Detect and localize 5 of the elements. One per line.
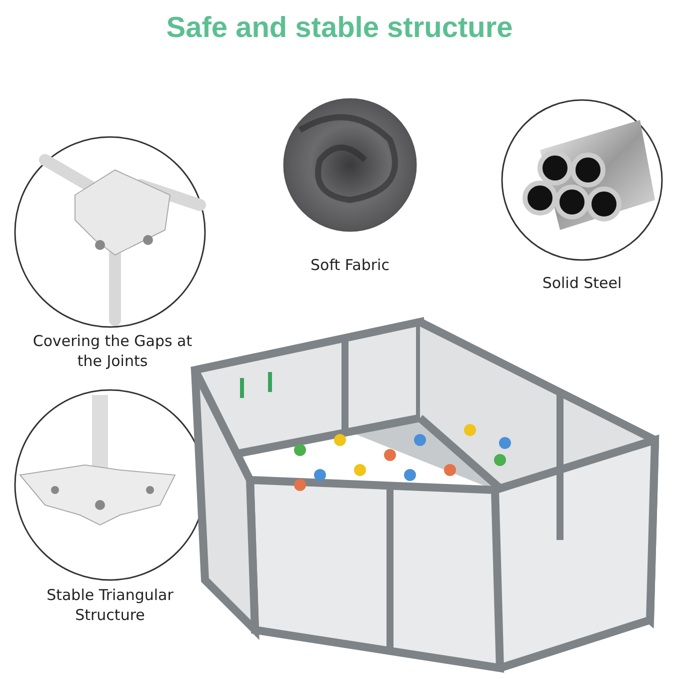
caption: Covering the Gaps at the Joints xyxy=(32,332,194,371)
title: Safe and stable structure xyxy=(165,12,514,45)
caption: Stable Triangular Structure xyxy=(46,586,174,625)
caption: Soft Fabric xyxy=(310,256,390,276)
caption: Solid Steel xyxy=(541,274,623,294)
